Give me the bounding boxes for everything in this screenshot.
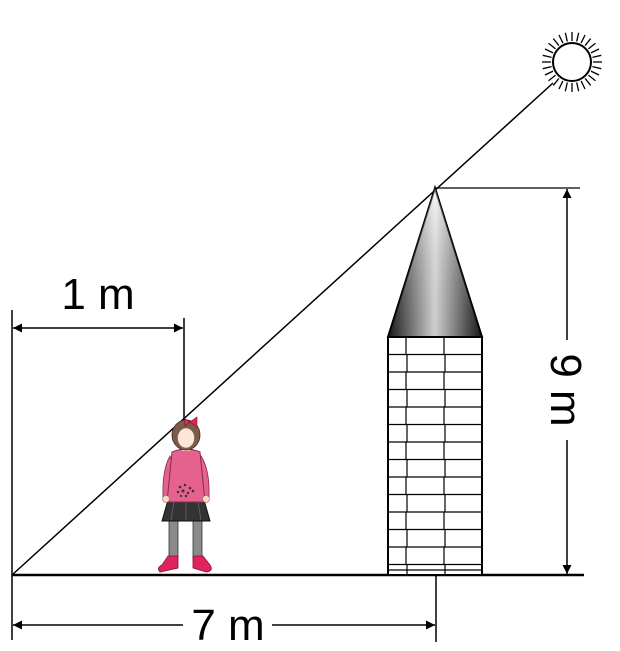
sun-ray — [548, 74, 556, 82]
sun-ray — [588, 74, 596, 82]
girl-leg-left — [168, 518, 179, 562]
sun-ray — [592, 54, 602, 58]
girl-shoe-right — [192, 555, 212, 573]
sun-ray — [564, 82, 568, 92]
sun-ray — [552, 78, 560, 86]
sun-ray — [590, 70, 600, 76]
sun-ray — [542, 54, 552, 58]
tower-wall — [387, 336, 483, 576]
sun-ray — [544, 70, 554, 76]
sun-ray — [552, 38, 560, 46]
sun-ray — [548, 42, 556, 50]
girl-shoe-left — [158, 555, 179, 573]
sun-ray — [580, 34, 586, 44]
girl-leg-right — [192, 518, 203, 562]
sun-ray — [558, 34, 564, 44]
sun-ray — [576, 82, 580, 92]
sun-ray — [564, 32, 568, 42]
label-tower-distance: 7 m — [191, 601, 264, 650]
tower-bricks — [388, 337, 482, 575]
sun-ray — [558, 80, 564, 90]
sun-ray — [580, 80, 586, 90]
sun-ray — [576, 32, 580, 42]
tower — [386, 184, 484, 576]
girl-sweater — [166, 448, 206, 503]
sun-ray — [584, 38, 592, 46]
sun-ray — [584, 78, 592, 86]
sun-ray — [590, 48, 600, 54]
sun-ray — [542, 66, 552, 70]
sun-ray-line — [11, 82, 554, 576]
sun-ray — [592, 66, 602, 70]
girl-face — [177, 427, 195, 449]
sun-ray — [544, 48, 554, 54]
label-tower-height: 9 m — [541, 353, 590, 426]
girl-figure — [158, 416, 212, 573]
label-girl-distance: 1 m — [61, 270, 134, 319]
sun-ray — [588, 42, 596, 50]
girl-hair-bow — [183, 416, 198, 428]
sun-icon — [542, 32, 602, 92]
